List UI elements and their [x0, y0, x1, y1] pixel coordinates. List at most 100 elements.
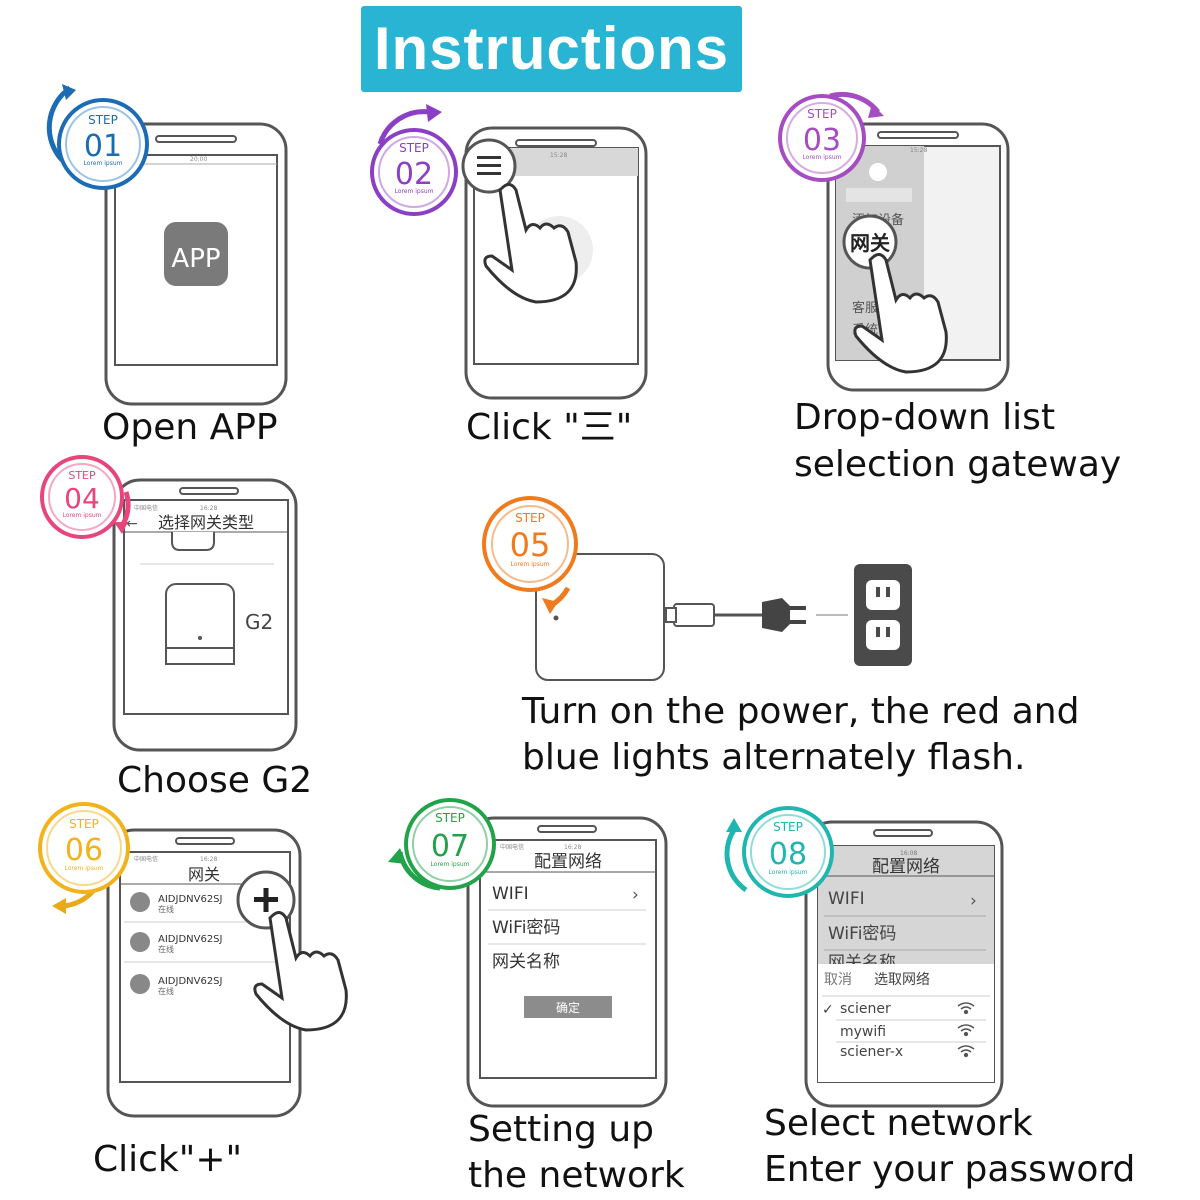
status-time: 16:28	[200, 856, 217, 863]
screen-header: 配置网络	[534, 852, 602, 872]
network-option-sciener[interactable]: ✓ sciener	[822, 1001, 986, 1021]
screen-header: 配置网络	[872, 857, 940, 877]
menu-button[interactable]	[461, 138, 517, 194]
step-04-caption: Choose G2	[117, 760, 313, 801]
step-07-illustration: 中国电信 16:28 配置网络 WIFI › WiFi密码 网关名称 确定 ST…	[388, 798, 668, 1108]
status-led	[553, 615, 559, 621]
back-icon[interactable]: ←	[126, 516, 138, 532]
screen-header: 选择网关类型	[158, 513, 254, 532]
app-icon-label: APP	[171, 244, 220, 274]
status-carrier: 中国电信	[134, 504, 158, 512]
step-badge-04: STEP 04 Lorem ipsum	[40, 455, 131, 539]
svg-text:Lorem ipsum: Lorem ipsum	[84, 160, 123, 167]
arrow-icon	[114, 522, 128, 534]
status-time: 16:28	[200, 505, 217, 512]
menu-item-service[interactable]: 客服	[852, 300, 878, 316]
step-08-illustration: 16:08 配置网络 WIFI › WiFi密码 网关名称 取消 选取网络 ✓ …	[724, 806, 1004, 1108]
arrow-icon	[868, 104, 884, 118]
svg-text:Lorem ipsum: Lorem ipsum	[395, 188, 434, 195]
svg-text:STEP: STEP	[88, 113, 118, 127]
svg-text:08: 08	[769, 837, 807, 872]
step-01-caption: Open APP	[102, 407, 278, 448]
pointing-hand-icon	[853, 253, 948, 374]
network-picker-sheet: 取消 选取网络	[818, 964, 994, 1082]
arrow-icon	[426, 104, 442, 122]
step-06-illustration: 中国电信 16:28 网关 AIDJDNV62SJ 在线 AIDJDNV62SJ…	[38, 802, 348, 1118]
phone-frame	[466, 816, 668, 1108]
svg-text:在线: 在线	[158, 944, 174, 954]
arrow-icon	[726, 818, 742, 832]
svg-text:G2: G2	[245, 610, 273, 634]
wifi-password-row[interactable]: WiFi密码	[824, 924, 986, 951]
svg-text:STEP: STEP	[435, 811, 465, 825]
chevron-right-icon: ›	[970, 891, 977, 911]
step-05-caption-line2: blue lights alternately flash.	[522, 737, 1026, 778]
step-badge-03: STEP 03 Lorem ipsum	[778, 91, 884, 182]
wall-outlet-icon	[854, 564, 912, 666]
svg-text:mywifi: mywifi	[840, 1024, 886, 1040]
usb-cable	[665, 598, 848, 632]
svg-text:STEP: STEP	[399, 141, 429, 155]
hamburger-icon	[477, 156, 501, 159]
step-badge-01: STEP 01 Lorem ipsum	[46, 84, 149, 190]
network-option-sciener-x[interactable]: sciener-x	[840, 1044, 903, 1060]
svg-text:Lorem ipsum: Lorem ipsum	[431, 861, 470, 868]
wifi-password-row[interactable]: WiFi密码	[488, 918, 646, 945]
step-08-caption-line2: Enter your password	[764, 1149, 1136, 1190]
step-03-caption-line2: selection gateway	[794, 444, 1122, 485]
svg-text:AIDJDNV62SJ: AIDJDNV62SJ	[158, 976, 222, 987]
network-option-mywifi[interactable]: mywifi	[836, 1024, 986, 1043]
svg-text:Lorem ipsum: Lorem ipsum	[63, 512, 102, 519]
status-time: 16:28	[564, 844, 581, 851]
svg-text:STEP: STEP	[515, 511, 545, 525]
step-badge-02: STEP 02 Lorem ipsum	[370, 104, 458, 216]
cancel-button[interactable]: 取消	[824, 972, 852, 988]
status-time: 20:00	[190, 156, 207, 163]
step-03-caption-line1: Drop-down list	[794, 397, 1056, 438]
step-badge-05: STEP 05 Lorem ipsum	[482, 496, 578, 614]
svg-text:06: 06	[65, 833, 103, 868]
svg-text:Lorem ipsum: Lorem ipsum	[769, 869, 808, 876]
step-06-caption: Click"+"	[93, 1139, 243, 1180]
svg-text:04: 04	[64, 482, 100, 515]
svg-text:网关: 网关	[850, 231, 890, 255]
svg-text:在线: 在线	[158, 986, 174, 996]
gateway-device	[535, 553, 665, 681]
arrow-icon	[52, 898, 66, 914]
svg-text:sciener-x: sciener-x	[840, 1044, 903, 1060]
step-04-illustration: 中国电信 16:28 ← 选择网关类型 G2 STEP 04 Lorem ips…	[40, 455, 298, 752]
gateway-name-row[interactable]: 网关名称	[492, 952, 560, 972]
svg-text:STEP: STEP	[69, 817, 99, 831]
wifi-row[interactable]: WIFI ›	[488, 884, 646, 911]
wifi-row[interactable]: WIFI ›	[824, 889, 986, 917]
step-05-caption-line1: Turn on the power, the red and	[522, 691, 1080, 732]
svg-text:05: 05	[510, 526, 551, 564]
app-icon	[164, 222, 228, 286]
svg-text:03: 03	[803, 123, 841, 158]
svg-text:STEP: STEP	[807, 107, 837, 121]
svg-text:WiFi密码: WiFi密码	[492, 918, 560, 938]
check-icon: ✓	[822, 1002, 834, 1018]
confirm-button[interactable]: 确定	[524, 996, 612, 1018]
wifi-icon	[957, 1024, 975, 1037]
device-row[interactable]: AIDJDNV62SJ 在线	[124, 932, 288, 963]
arrow-icon	[62, 84, 76, 100]
step-05-illustration: STEP 05 Lorem ipsum	[482, 496, 912, 681]
arrow-icon	[542, 598, 558, 614]
screen-header: 网关	[188, 865, 220, 884]
instructions-title: Instructions	[361, 6, 742, 92]
step-badge-07: STEP 07 Lorem ipsum	[388, 798, 496, 891]
step-badge-06: STEP 06 Lorem ipsum	[38, 802, 130, 914]
svg-text:STEP: STEP	[773, 820, 803, 834]
svg-text:WiFi密码: WiFi密码	[828, 924, 896, 944]
svg-text:网关名称: 网关名称	[492, 952, 560, 972]
device-row[interactable]: AIDJDNV62SJ 在线	[130, 974, 222, 996]
step-02-caption: Click "三"	[466, 407, 633, 448]
svg-text:Lorem ipsum: Lorem ipsum	[803, 154, 842, 161]
arrow-icon	[388, 848, 406, 864]
gateway-g2-option[interactable]: G2	[165, 583, 273, 665]
pointing-hand-icon	[483, 183, 578, 304]
step-badge-08: STEP 08 Lorem ipsum	[724, 806, 834, 898]
svg-text:Lorem ipsum: Lorem ipsum	[511, 561, 550, 568]
wifi-icon	[957, 1002, 975, 1015]
